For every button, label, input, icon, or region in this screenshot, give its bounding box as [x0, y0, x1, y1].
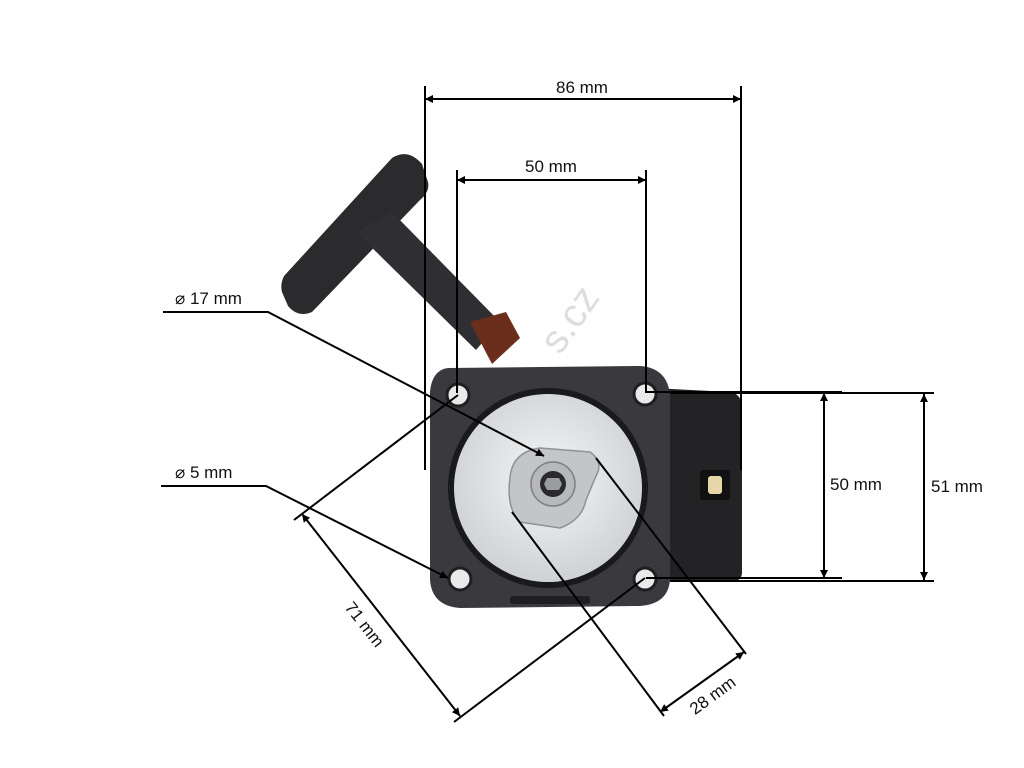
bracket-pin	[708, 476, 722, 494]
dimension-lines	[161, 86, 934, 723]
mounting-hole-bottom-left	[447, 566, 473, 592]
label-body-height: 51 mm	[931, 477, 983, 496]
ext-line-28-right	[595, 457, 747, 655]
label-hole-spacing-horizontal: 50 mm	[525, 157, 577, 176]
label-top-width: 86 mm	[556, 78, 608, 97]
label-hole-diameter: ⌀ 5 mm	[175, 463, 232, 482]
dim-line-28	[659, 651, 745, 713]
label-shaft-diameter: ⌀ 17 mm	[175, 289, 242, 308]
side-bracket	[652, 388, 742, 582]
label-pawl-spacing: 28 mm	[686, 673, 739, 719]
ext-line-71-top	[293, 394, 459, 521]
pull-handle-grip	[281, 154, 429, 314]
label-hole-spacing-vertical: 50 mm	[830, 475, 882, 494]
recoil-starter-illustration	[281, 154, 742, 608]
hex-nut	[544, 478, 562, 490]
ext-line-71-bottom	[453, 577, 646, 723]
leader-5mm	[161, 485, 449, 579]
ext-line-28-left	[511, 511, 665, 717]
pull-handle-stem	[356, 212, 500, 350]
housing-slot	[510, 596, 590, 604]
dim-line-71	[301, 513, 461, 717]
watermark: s.cz	[531, 278, 608, 361]
label-diagonal-spacing: 71 mm	[341, 598, 388, 651]
leader-17mm	[163, 311, 545, 457]
rope-grommet	[470, 312, 520, 364]
